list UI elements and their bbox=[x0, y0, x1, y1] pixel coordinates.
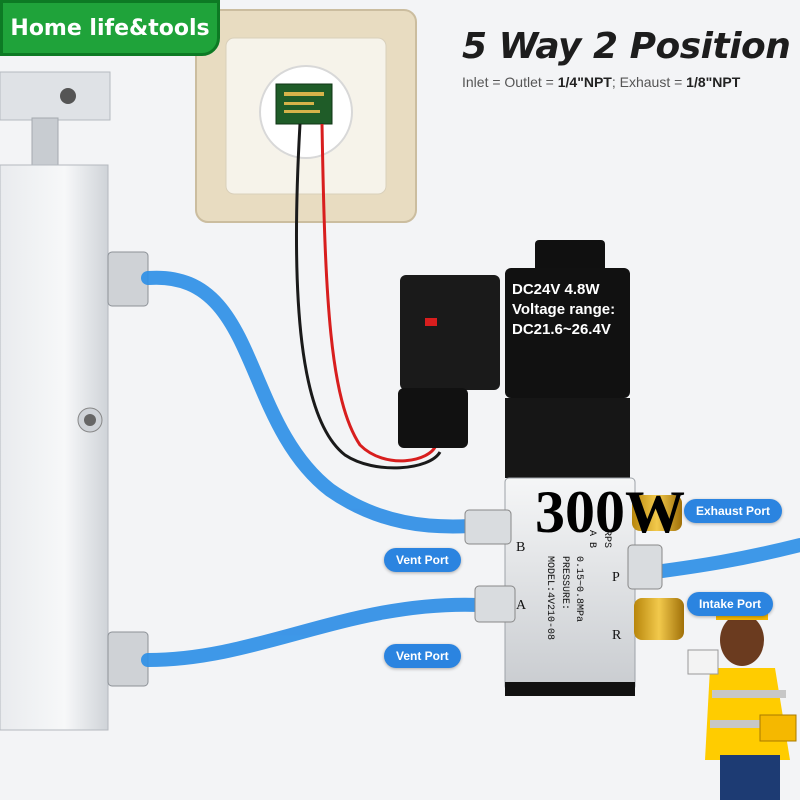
coil-spec-line1: DC24V 4.8W bbox=[512, 281, 600, 298]
port-p-label: P bbox=[612, 570, 620, 585]
coil-spec-line3: DC21.6~26.4V bbox=[512, 321, 611, 338]
vent-port-label-lower: Vent Port bbox=[384, 644, 461, 668]
port-b-label: B bbox=[516, 540, 526, 555]
pressure-value: 0.15~0.8MPa bbox=[573, 556, 584, 623]
exhaust-prefix: ; Exhaust = bbox=[611, 74, 687, 90]
vent-port-label-upper: Vent Port bbox=[384, 548, 461, 572]
inlet-prefix: Inlet = Outlet = bbox=[462, 74, 558, 90]
coil-spec-line2: Voltage range: bbox=[512, 301, 616, 318]
coil-spec: DC24V 4.8W Voltage range: DC21.6~26.4V bbox=[512, 280, 615, 340]
wall-outlet bbox=[195, 9, 417, 223]
intake-port-label: Intake Port bbox=[687, 592, 774, 616]
worker-illustration bbox=[687, 598, 797, 800]
air-tubes bbox=[141, 270, 800, 667]
model-label: MODEL:4V210-08 bbox=[544, 556, 555, 641]
exhaust-value: 1/8"NPT bbox=[686, 74, 741, 90]
brand-badge: Home life&tools bbox=[0, 0, 220, 56]
port-spec-subtitle: Inlet = Outlet = 1/4"NPT; Exhaust = 1/8"… bbox=[462, 74, 740, 90]
inlet-value: 1/4"NPT bbox=[557, 74, 612, 90]
air-cylinder bbox=[0, 71, 149, 731]
pressure-label: PRESSURE: bbox=[559, 556, 570, 611]
product-title: 5 Way 2 Position bbox=[462, 26, 791, 67]
power-wires bbox=[294, 123, 442, 470]
brand-label: Home life&tools bbox=[10, 15, 210, 41]
port-a-label: A bbox=[516, 598, 527, 613]
solenoid-valve bbox=[398, 240, 684, 696]
port-r-label: R bbox=[612, 628, 622, 643]
exhaust-port-label: Exhaust Port bbox=[684, 499, 783, 523]
power-rating-label: 300W bbox=[535, 479, 685, 545]
